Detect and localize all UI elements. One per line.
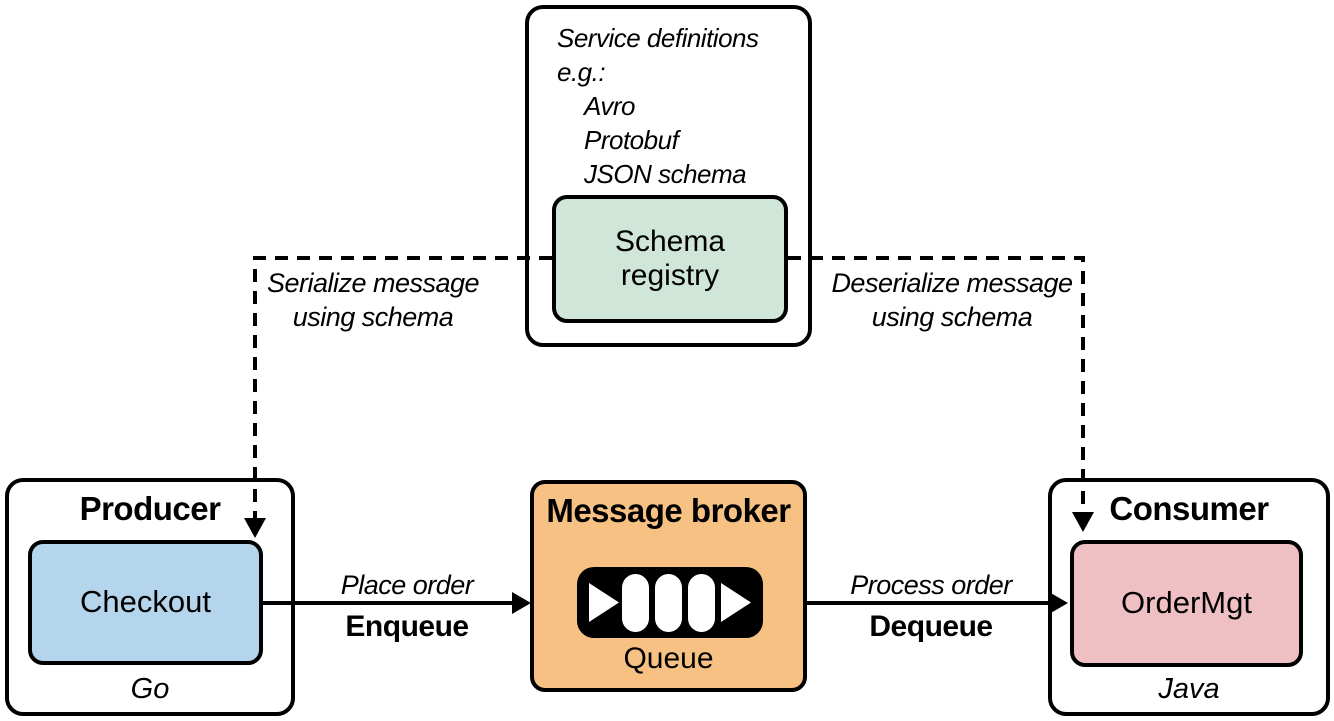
dequeue-label: Dequeue — [869, 610, 993, 643]
service-definition-example: Protobuf — [584, 125, 679, 155]
message-broker-title: Message broker — [546, 492, 791, 529]
service-definitions-box: Service definitions e.g.: Avro Protobuf … — [525, 5, 812, 347]
ordermgt-label: OrderMgt — [1121, 585, 1252, 621]
schema-registry-box: Schema registry — [552, 195, 788, 323]
checkout-box: Checkout — [28, 540, 263, 665]
producer-box: Producer Checkout Go — [5, 478, 295, 716]
deserialize-label: Deserialize message using schema — [831, 268, 1073, 332]
message-broker-box: Message broker Queue — [530, 480, 807, 692]
enqueue-label: Enqueue — [345, 610, 469, 643]
service-definitions-heading: Service definitions — [557, 23, 759, 53]
process-order-label: Process order — [850, 570, 1012, 600]
schema-registry-label: Schema registry — [614, 225, 726, 292]
service-definitions-text: Service definitions e.g.: Avro Protobuf … — [557, 21, 802, 191]
service-definition-example: JSON schema — [584, 159, 747, 189]
consumer-title: Consumer — [1109, 490, 1269, 527]
queue-label: Queue — [623, 642, 714, 675]
ordermgt-box: OrderMgt — [1070, 540, 1303, 667]
enqueue-arrowhead-icon — [512, 592, 531, 614]
service-definitions-eg: e.g.: — [557, 57, 606, 87]
queue-icon — [577, 567, 763, 638]
producer-language: Go — [130, 673, 170, 705]
serialize-label: Serialize message using schema — [266, 268, 480, 332]
producer-title: Producer — [79, 490, 221, 527]
place-order-label: Place order — [340, 570, 474, 600]
consumer-language: Java — [1158, 673, 1220, 705]
consumer-box: Consumer OrderMgt Java — [1048, 478, 1330, 716]
service-definition-example: Avro — [584, 91, 636, 121]
checkout-label: Checkout — [80, 584, 211, 620]
